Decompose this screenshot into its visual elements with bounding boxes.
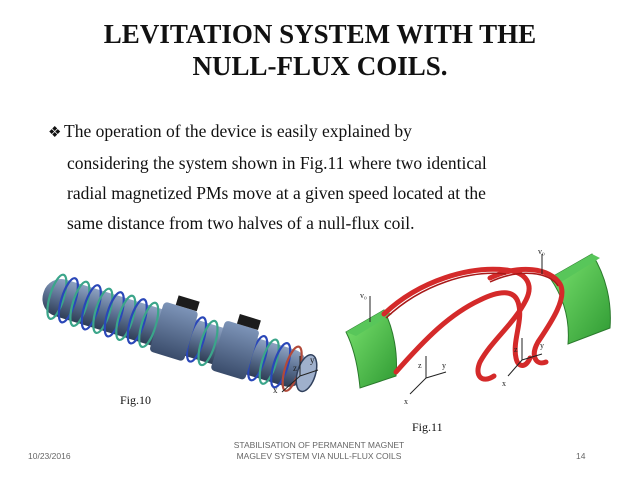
- null-flux-coil-shade: [385, 272, 559, 319]
- page-number: 14: [576, 451, 586, 461]
- rod-end: [295, 353, 318, 393]
- magnet-cap-1: [175, 295, 200, 312]
- coil-windings: [46, 273, 303, 392]
- slide-body: ❖The operation of the device is easily e…: [48, 116, 618, 238]
- body-line-3: radial magnetized PMs move at a given sp…: [67, 183, 486, 203]
- magnet-block-1: [150, 302, 198, 361]
- footer-date: 10/23/2016: [28, 451, 71, 461]
- fig10-axis-z: z: [293, 363, 297, 373]
- fig11-right-v0: v₀: [538, 247, 545, 256]
- fig11-right-axis-triad: [507, 254, 543, 377]
- magnet-block-2: [211, 321, 259, 380]
- fig11-right-z: z: [514, 345, 518, 354]
- fig11-right-x: x: [502, 379, 506, 388]
- fig11-left-axis-triad: [369, 296, 447, 395]
- fig11-left-y: y: [442, 361, 446, 370]
- body-line-2: considering the system shown in Fig.11 w…: [67, 153, 487, 173]
- body-line-1: ❖The operation of the device is easily e…: [48, 116, 618, 148]
- magnet-cap-2: [236, 314, 261, 331]
- footer-title-line-1: STABILISATION OF PERMANENT MAGNET: [233, 440, 405, 450]
- footer-title: STABILISATION OF PERMANENT MAGNET MAGLEV…: [200, 440, 438, 462]
- title-line-1: LEVITATION SYSTEM WITH THE: [103, 19, 537, 49]
- fig10-illustration: y z x: [42, 273, 319, 395]
- fig10-axis-y: y: [310, 355, 315, 365]
- right-pm-top: [550, 254, 600, 284]
- fig10-caption: Fig.10: [120, 393, 152, 407]
- fig10-axis-triad: [281, 356, 319, 393]
- footer-title-line-2: MAGLEV SYSTEM VIA NULL-FLUX COILS: [236, 451, 402, 461]
- title-line-2: NULL-FLUX COILS.: [192, 51, 448, 81]
- fig11-left-x: x: [404, 397, 408, 406]
- diamond-bullet-icon: ❖: [48, 125, 62, 141]
- fig11-caption: Fig.11: [412, 420, 443, 434]
- slide-title: LEVITATION SYSTEM WITH THE NULL-FLUX COI…: [40, 18, 600, 82]
- fig10-axis-x: x: [273, 385, 278, 395]
- fig11-left-v0: v₀: [360, 291, 367, 300]
- fig11-illustration: v₀ z y x v₀ z y x: [345, 247, 611, 406]
- fig11-left-z: z: [418, 361, 422, 370]
- body-text-1: The operation of the device is easily ex…: [64, 121, 412, 141]
- fig11-right-y: y: [540, 341, 544, 350]
- left-pm-top: [346, 310, 392, 336]
- null-flux-coil: [381, 266, 565, 382]
- body-line-4: same distance from two halves of a null-…: [67, 213, 415, 233]
